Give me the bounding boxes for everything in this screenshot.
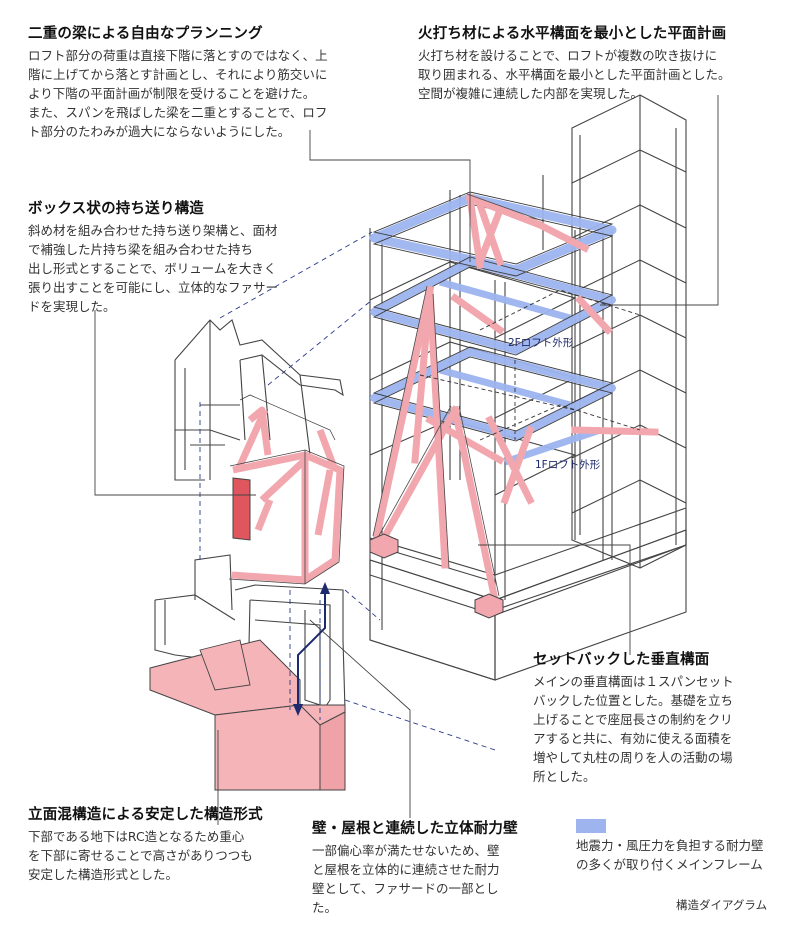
note-line: 火打ち材を設けることで、ロフトが複数の吹き抜けに (418, 48, 718, 63)
note-box-cantilever: ボックス状の持ち送り構造 斜め材を組み合わせた持ち送り架構と、面材 で補強した片… (28, 197, 328, 316)
connection-dashes (199, 231, 496, 751)
note-mixed-structure-title: 立面混構造による安定した構造形式 (28, 807, 263, 823)
note-wall-roof-title: 壁・屋根と連続した立体耐力壁 (312, 821, 518, 837)
leader-lines (94, 95, 719, 825)
rc-base (149, 639, 346, 791)
legend-text: 地震力・風圧力を負担する耐力壁 の多くが取り付くメインフレーム (576, 836, 796, 874)
note-line: 上げることで座屈長さの制約をクリ (533, 712, 733, 727)
legend-swatch (576, 819, 606, 833)
note-line: た。 (312, 900, 338, 915)
note-line: 安定した構造形式とした。 (28, 867, 179, 882)
note-fire-brace-title: 火打ち材による水平構面を最小とした平面計画 (418, 26, 727, 42)
note-line: ロフト部分の荷重は直接下階に落とすのではなく、上 (28, 48, 328, 63)
note-line: アすると共に、有効に使える面積を (533, 731, 733, 746)
box-cantilever (228, 394, 345, 585)
note-line: 出し形式とすることで、ボリュームを大きく (28, 261, 277, 276)
legend-line: の多くが取り付くメインフレーム (576, 857, 763, 872)
loft-2f-label: 2Fロフト外形 (508, 337, 574, 349)
note-line: 階に上げてから落とす計画とし、それにより筋交いに (28, 67, 328, 82)
note-line: 斜め材を組み合わせた持ち送り架構と、面材 (28, 223, 278, 238)
note-line: を下部に寄せることで高さがありつつも (28, 848, 253, 863)
note-line: バックした位置とした。基礎を立ち (533, 693, 734, 708)
note-wall-roof: 壁・屋根と連続した立体耐力壁 一部偏心率が満たせないため、壁 と屋根を立体的に連… (312, 817, 562, 917)
load-arrow (293, 582, 330, 716)
main-frame-outline (369, 94, 687, 681)
note-line: 所とした。 (533, 769, 596, 784)
note-line: メインの垂直構面は１スパンセット (533, 674, 734, 689)
note-line: 下部である地下はRC造となるため重心 (28, 829, 245, 844)
note-line: 一部偏心率が満たせないため、壁 (312, 843, 500, 858)
note-line: と屋根を立体的に連続させた耐力 (312, 862, 500, 877)
note-line: 増やして丸柱の周りを人の活動の場 (533, 750, 733, 765)
note-mixed-structure: 立面混構造による安定した構造形式 下部である地下はRC造となるため重心 を下部に… (28, 803, 308, 884)
note-line: また、スパンを飛ばした梁を二重とすることで、ロフ (28, 105, 328, 120)
loft-1f-label: 1Fロフト外形 (535, 459, 601, 471)
legend-line: 地震力・風圧力を負担する耐力壁 (576, 838, 764, 853)
note-line: より下階の平面計画が制限を受けることを避けた。 (28, 86, 316, 101)
foundation-pads (369, 533, 504, 619)
note-double-beam: 二重の梁による自由なプランニング ロフト部分の荷重は直接下階に落とすのではなく、… (28, 22, 403, 141)
note-line: 壁として、ファサードの一部とし (312, 881, 499, 896)
note-line: 空間が複雑に連続した内部を実現した。 (418, 86, 644, 101)
diagram-caption: 構造ダイアグラム (676, 898, 768, 912)
note-setback-title: セットバックした垂直構面 (533, 652, 710, 668)
note-line: 取り囲まれる、水平構面を最小とした平面計画とした。 (418, 67, 731, 82)
note-line: 張り出すことを可能にし、立体的なファサー (28, 280, 279, 295)
note-setback: セットバックした垂直構面 メインの垂直構面は１スパンセット バックした位置とした… (533, 648, 795, 786)
note-line: ト部分のたわみが過大にならないようにした。 (28, 124, 291, 139)
main-braces (371, 193, 659, 605)
note-box-cantilever-title: ボックス状の持ち送り構造 (28, 201, 204, 217)
note-line: で補強した片持ち梁を組み合わせた持ち (28, 242, 254, 257)
loft-outlines (419, 289, 641, 441)
note-line: ドを実現した。 (28, 299, 116, 314)
note-double-beam-title: 二重の梁による自由なプランニング (28, 26, 263, 42)
note-fire-brace: 火打ち材による水平構面を最小とした平面計画 火打ち材を設けることで、ロフトが複数… (418, 22, 793, 103)
